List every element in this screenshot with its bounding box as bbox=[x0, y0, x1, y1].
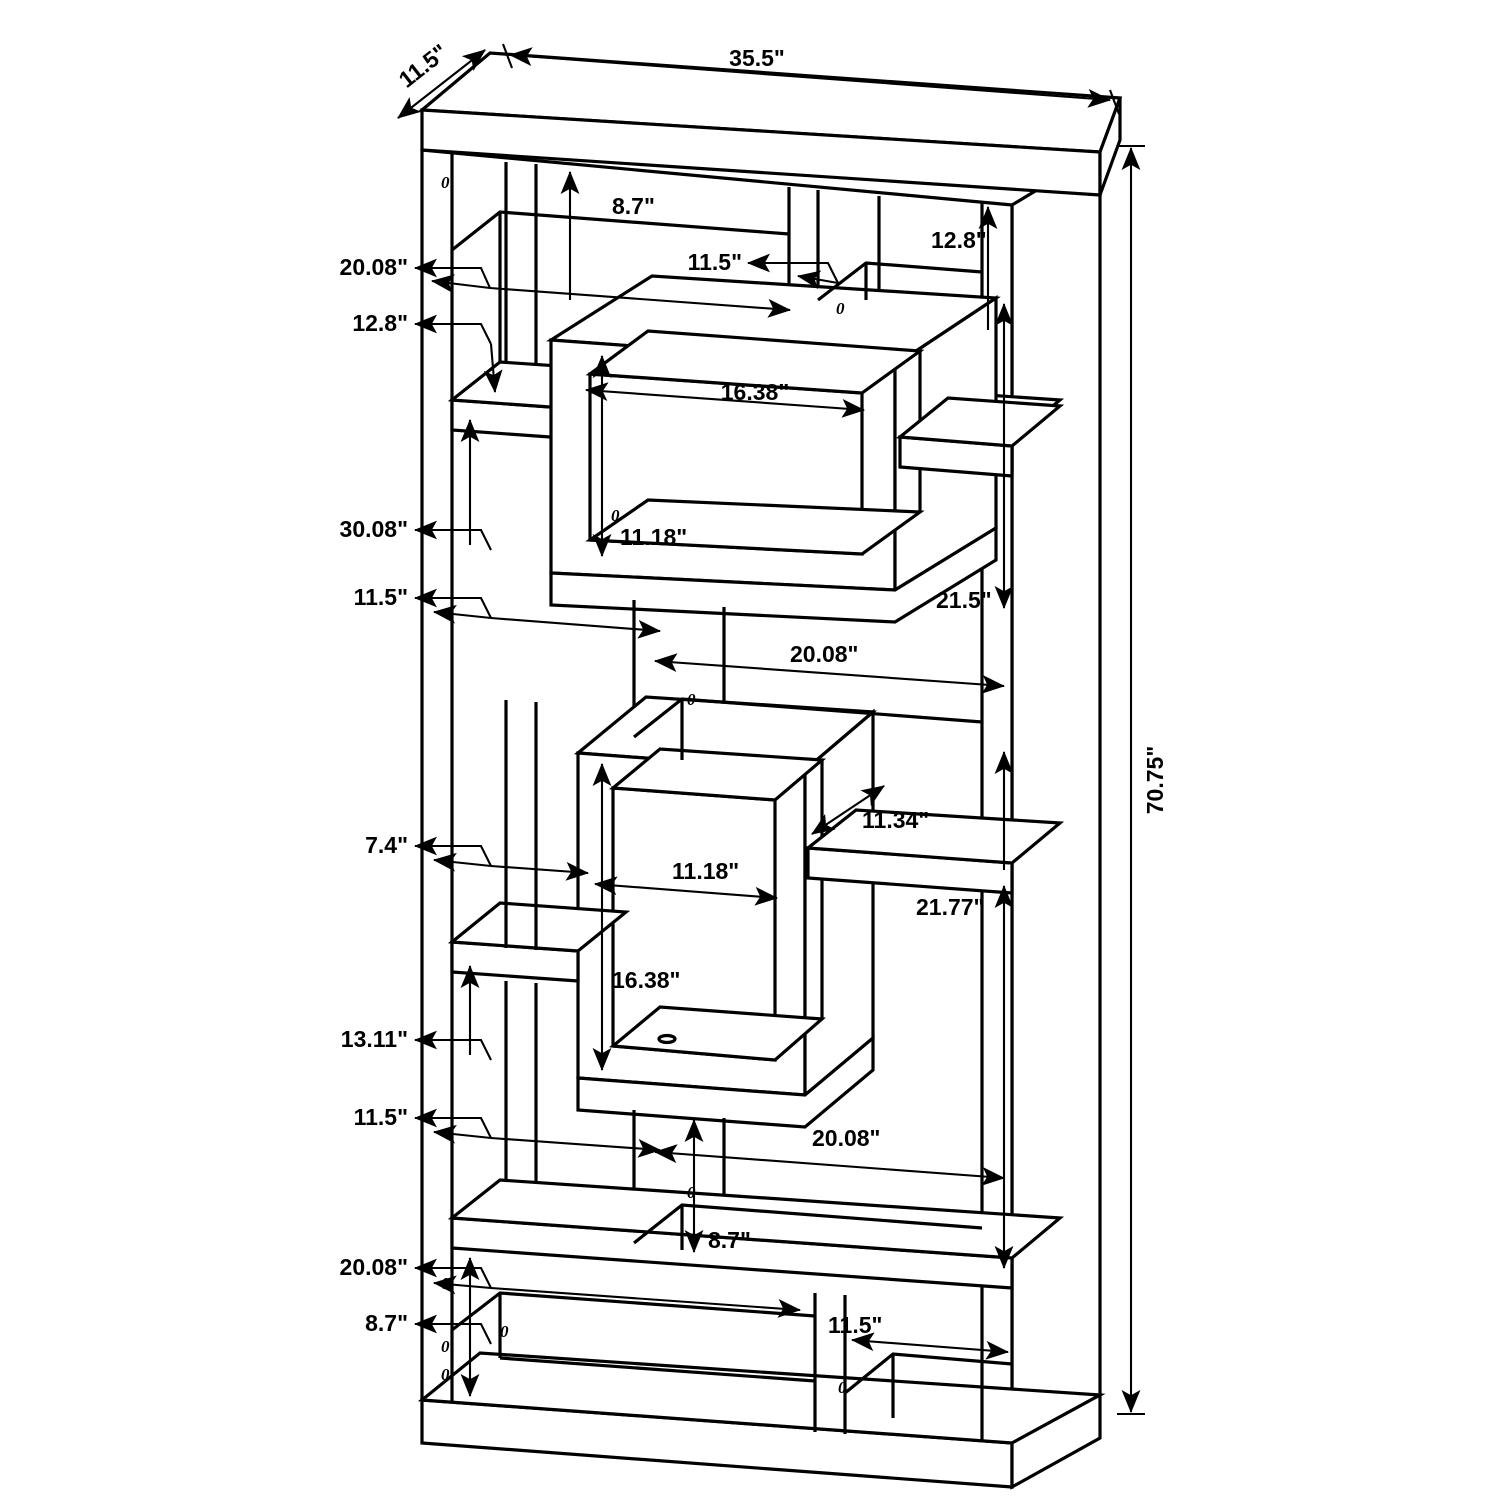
zero-marker: 0 bbox=[838, 1378, 847, 1397]
label-left-7-4: 7.4" bbox=[365, 832, 408, 858]
zero-marker: 0 bbox=[500, 1322, 509, 1341]
label-right-21-5: 21.5" bbox=[936, 587, 992, 613]
dim-width-35-5 bbox=[508, 47, 1112, 108]
shelf-peg-hole bbox=[657, 1033, 677, 1045]
dim-left-20-08a-kink bbox=[470, 266, 491, 289]
dim-left-20-08b-run2 bbox=[490, 1286, 802, 1318]
zero-marker: 0 bbox=[441, 1337, 450, 1356]
label-right-21-77: 21.77" bbox=[916, 894, 984, 920]
dim-leader-top-11-5 bbox=[802, 261, 839, 284]
zero-marker: 0 bbox=[687, 690, 696, 709]
label-upper-cube-width: 16.38" bbox=[721, 379, 789, 405]
dim-bottom-20-08 bbox=[653, 1144, 1006, 1186]
dim-left-11-5-lower-run bbox=[432, 1124, 492, 1144]
label-left-12-8: 12.8" bbox=[352, 310, 408, 336]
zero-markers: 0 0 0 0 0 0 0 0 0 0 bbox=[441, 173, 847, 1397]
bottom-left-shelf-line bbox=[499, 1356, 816, 1383]
cabinet-body bbox=[417, 51, 1123, 1490]
dim-upper-cube-width bbox=[584, 382, 866, 418]
dim-lower-cube-width bbox=[593, 876, 779, 906]
dim-left-30-08-kink bbox=[470, 528, 492, 551]
label-overall-height: 70.75" bbox=[1142, 746, 1168, 814]
dim-depth-11-5 bbox=[397, 49, 486, 119]
dim-left-11-5-upper-kink bbox=[470, 596, 492, 619]
label-left-11-5-lower: 11.5" bbox=[354, 1104, 408, 1130]
base-slab-right-face bbox=[1010, 1392, 1102, 1490]
label-lower-cube-width: 11.18" bbox=[672, 858, 739, 884]
label-left-20-08-b: 20.08" bbox=[340, 1254, 408, 1280]
label-upper-cube-height: 11.18" bbox=[620, 524, 687, 550]
dim-mid-20-08 bbox=[653, 653, 1006, 694]
label-left-20-08-a: 20.08" bbox=[340, 254, 408, 280]
label-top-right-open-height: 12.8" bbox=[931, 227, 987, 253]
dim-width-tick-left bbox=[502, 43, 513, 69]
label-lower-cube-height: 16.38" bbox=[612, 967, 680, 993]
label-mid-shelf-depth: 11.34" bbox=[862, 807, 929, 833]
dim-width-tick-right bbox=[1109, 89, 1120, 115]
dim-left-7-4-kink bbox=[470, 844, 492, 867]
right-side-panel bbox=[1010, 149, 1102, 1446]
zero-marker: 0 bbox=[836, 299, 845, 318]
label-bottom-8-7: 8.7" bbox=[708, 1227, 751, 1253]
dim-top-11-5-arrow-left bbox=[796, 270, 839, 290]
dimension-annotations: 35.5" 11.5" 70.75" 8.7" 12.8" 11.5" 20.0… bbox=[340, 39, 1168, 1416]
label-left-30-08: 30.08" bbox=[340, 516, 408, 542]
label-overall-width: 35.5" bbox=[729, 45, 785, 71]
dim-left-11-5-upper-run bbox=[432, 604, 492, 624]
zero-marker: 0 bbox=[687, 1183, 696, 1202]
dim-left-7-4-run2 bbox=[490, 861, 590, 881]
dim-left-11-5-lower-run2 bbox=[490, 1136, 662, 1158]
label-bottom-20-08: 20.08" bbox=[812, 1125, 880, 1151]
label-mid-20-08: 20.08" bbox=[790, 641, 858, 667]
label-left-8-7: 8.7" bbox=[365, 1310, 408, 1336]
upper-cube-bottom-underside bbox=[549, 525, 998, 624]
dim-left-12-8-down bbox=[483, 343, 503, 394]
dim-bottom-right-11-5 bbox=[850, 1332, 1010, 1360]
zero-marker: 0 bbox=[441, 1274, 450, 1293]
lower-long-shelf-top bbox=[447, 1178, 1065, 1260]
zero-marker: 0 bbox=[441, 1365, 450, 1384]
dim-left-11-5-lower-kink bbox=[470, 1116, 492, 1139]
label-left-11-5-upper: 11.5" bbox=[354, 584, 408, 610]
dim-left-20-08a-run bbox=[430, 274, 491, 294]
label-top-center-divider-width: 11.5" bbox=[688, 249, 742, 275]
zero-marker: 0 bbox=[441, 173, 450, 192]
lower-cube-bottom-underside bbox=[576, 1034, 875, 1129]
lower-cube-right-face bbox=[803, 708, 875, 1099]
upper-right-shelf-top bbox=[895, 396, 1065, 448]
label-left-13-11: 13.11" bbox=[341, 1026, 408, 1052]
label-overall-depth: 11.5" bbox=[394, 39, 453, 93]
dim-left-12-8-kink bbox=[470, 322, 492, 345]
top-slab-right-face bbox=[1098, 97, 1122, 196]
dim-mid-shelf-depth bbox=[811, 785, 885, 835]
label-top-left-open-height: 8.7" bbox=[612, 193, 655, 219]
dim-left-11-5-upper-run2 bbox=[490, 616, 662, 639]
label-bottom-right-11-5: 11.5" bbox=[828, 1312, 882, 1338]
dim-left-20-08a-run2 bbox=[489, 286, 792, 318]
dim-left-7-4-run bbox=[432, 852, 492, 872]
zero-marker: 0 bbox=[611, 506, 620, 525]
dim-left-13-11-kink bbox=[470, 1038, 492, 1061]
